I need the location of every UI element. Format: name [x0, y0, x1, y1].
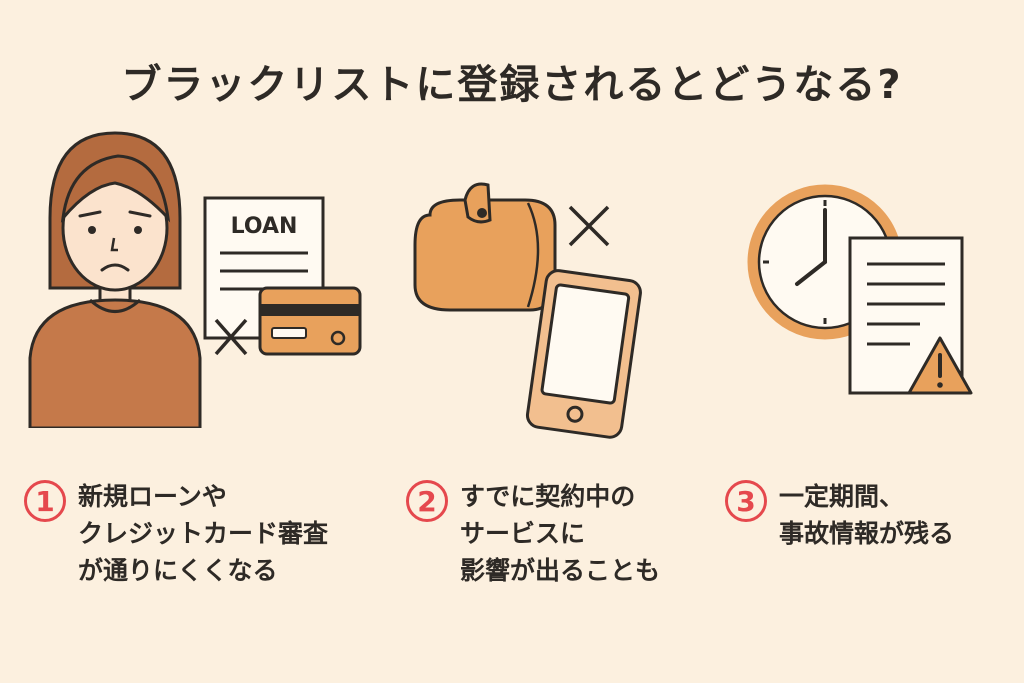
item-1: 1 新規ローンや クレジットカード審査 が通りにくくなる — [24, 478, 328, 589]
item-2: 2 すでに契約中の サービスに 影響が出ることも — [406, 478, 660, 589]
warning-icon — [907, 336, 973, 395]
wallet-phone-illustration — [413, 182, 642, 439]
item-text: 新規ローンや クレジットカード審査 が通りにくくなる — [78, 482, 329, 585]
number-badge: 1 — [24, 480, 66, 522]
page-title: ブラックリストに登録されるとどうなる? — [121, 62, 903, 108]
item-3: 3 一定期間、 事故情報が残る — [725, 478, 954, 552]
worried-woman-illustration: LOAN — [28, 131, 362, 428]
smartphone-icon — [525, 269, 642, 439]
credit-card-icon — [258, 286, 362, 356]
cross-icon — [214, 318, 248, 356]
item-text: 一定期間、 事故情報が残る — [779, 482, 955, 548]
number-badge: 2 — [406, 480, 448, 522]
clock-record-illustration — [747, 184, 973, 395]
loan-label: LOAN — [231, 214, 298, 239]
cross-icon — [568, 205, 610, 247]
woman-figure — [28, 131, 202, 428]
number-badge: 3 — [725, 480, 767, 522]
wallet-icon — [413, 182, 557, 312]
item-text: すでに契約中の サービスに 影響が出ることも — [460, 482, 661, 585]
